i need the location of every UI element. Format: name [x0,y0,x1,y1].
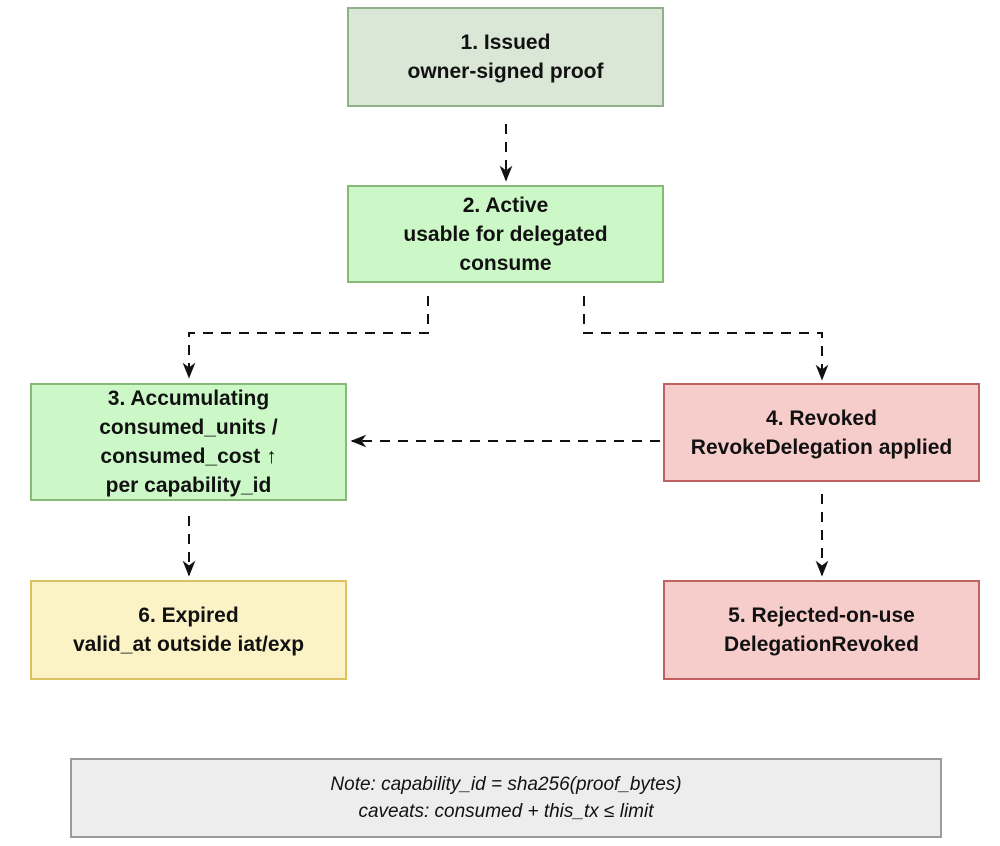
node-rejected: 5. Rejected-on-use DelegationRevoked [663,580,980,680]
node-revoked-title: 4. Revoked [766,406,877,430]
node-accumulating-line-1: consumed_units / [99,416,278,439]
node-accumulating-title: 3. Accumulating [107,387,270,410]
node-active-line-2: consume [459,251,552,275]
node-issued: 1. Issued owner-signed proof [347,7,664,107]
edge-active-to-revoked [583,296,829,381]
node-accumulating-line-2: consumed_cost ↑ [100,445,277,468]
edge-active-to-accumulating [182,296,429,379]
node-expired-line-1: valid_at outside iat/exp [72,633,305,656]
node-accumulating-line-3: per capability_id [105,474,272,497]
note-line-1: Note: capability_id = sha256(proof_bytes… [330,774,682,795]
note-box: Note: capability_id = sha256(proof_bytes… [70,758,942,838]
node-active-title: 2. Active [462,193,549,217]
node-revoked: 4. Revoked RevokeDelegation applied [663,383,980,482]
node-accumulating: 3. Accumulating consumed_units / consume… [30,383,347,501]
node-issued-title: 1. Issued [460,31,551,54]
note-line-2: caveats: consumed + this_tx ≤ limit [358,801,654,822]
node-issued-line-1: owner-signed proof [407,60,604,83]
node-revoked-line-1: RevokeDelegation applied [690,435,953,459]
node-expired-title: 6. Expired [138,604,239,627]
node-active: 2. Active usable for delegated consume [347,185,664,283]
node-rejected-title: 5. Rejected-on-use [728,604,915,627]
node-expired: 6. Expired valid_at outside iat/exp [30,580,347,680]
node-rejected-line-1: DelegationRevoked [724,633,919,656]
node-active-line-1: usable for delegated [403,222,608,246]
